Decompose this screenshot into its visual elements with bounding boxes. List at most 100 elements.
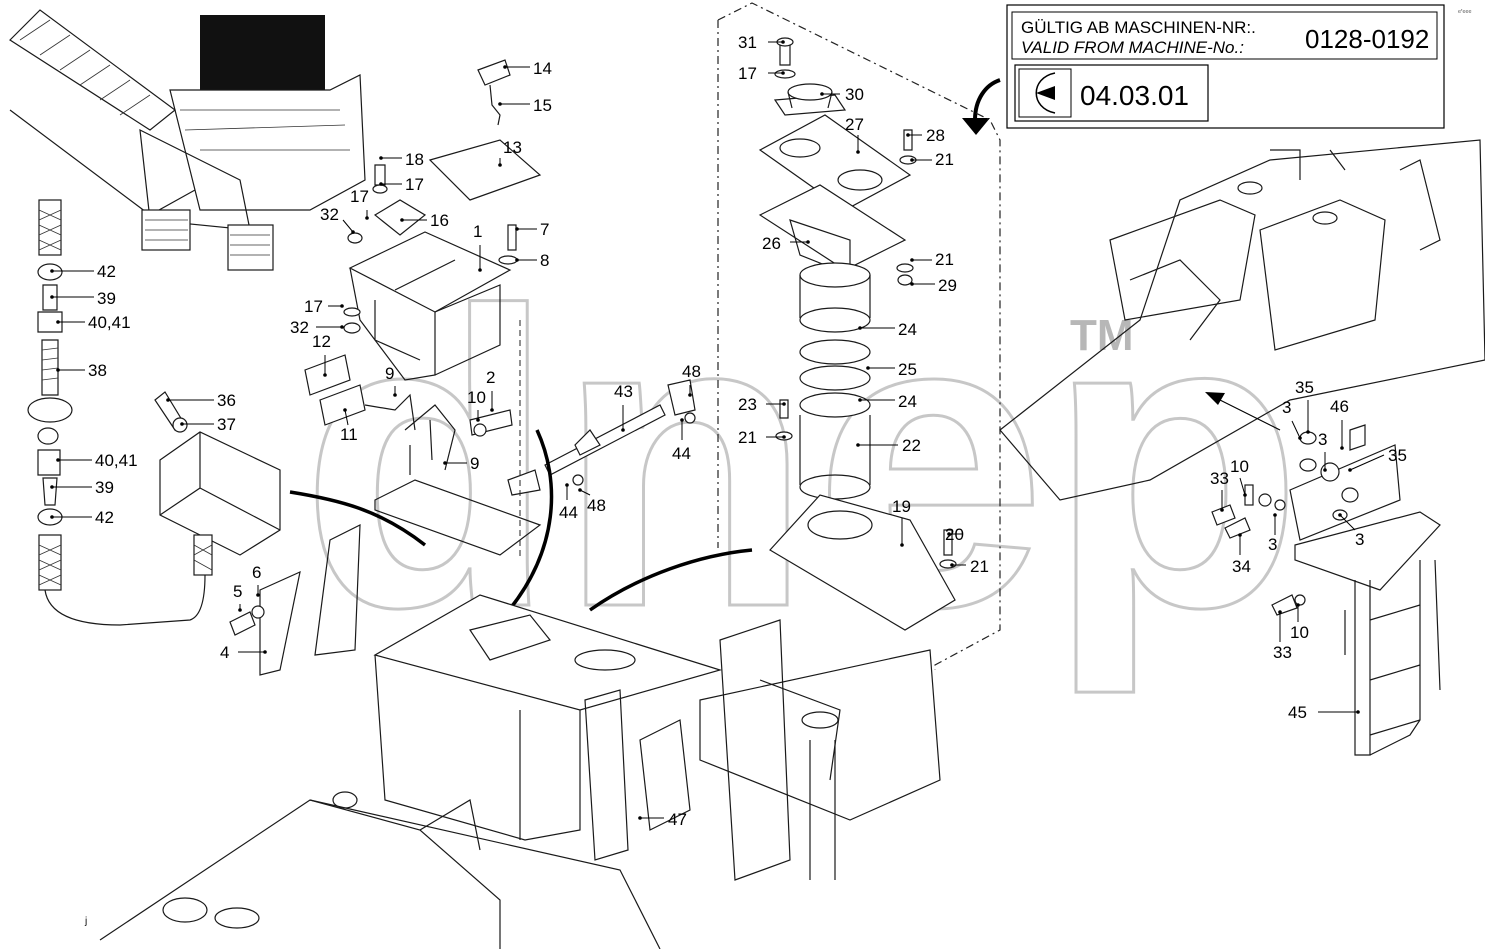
intake-stack [758, 37, 957, 631]
leader-dot [515, 258, 519, 262]
callout-c10b: 10 [1230, 457, 1249, 497]
callout-c21c: 21 [738, 428, 786, 447]
part-number-label: 3 [1282, 398, 1291, 417]
part-number-label: 35 [1388, 446, 1407, 465]
leader-dot [379, 182, 383, 186]
leader-dot [443, 461, 447, 465]
part-number-label: 17 [350, 187, 369, 206]
leader-dot [866, 366, 870, 370]
callout-c8: 8 [515, 251, 549, 270]
part-number-label: 21 [935, 250, 954, 269]
part-number-label: 14 [533, 59, 552, 78]
callout-c44b: 44 [559, 483, 578, 522]
callout-c24a: 24 [858, 320, 917, 339]
leader-dot [900, 543, 904, 547]
leader-line [1291, 420, 1301, 439]
machine-overview-illustration [9, 9, 366, 271]
leader-dot [50, 515, 54, 519]
leader-dot [565, 483, 569, 487]
leader-dot [379, 156, 383, 160]
part-number-label: 36 [217, 391, 236, 410]
callout-c30: 30 [820, 85, 864, 104]
callout-c23: 23 [738, 395, 786, 414]
part-number-label: 9 [470, 454, 479, 473]
callout-c17b: 17 [379, 175, 424, 194]
leader-dot [781, 71, 785, 75]
leader-line [1349, 454, 1385, 471]
part-number-label: 42 [97, 262, 116, 281]
callout-c48a: 48 [682, 362, 701, 397]
callout-c16: 16 [400, 211, 449, 230]
callout-c21a: 21 [910, 150, 954, 169]
mounting-bracket [229, 570, 301, 676]
part-number-label: 48 [682, 362, 701, 381]
part-number-label: 2 [486, 368, 495, 387]
callout-c6: 6 [252, 563, 261, 597]
leader-dot [56, 320, 60, 324]
leader-line [344, 409, 349, 426]
part-number-label: 39 [97, 289, 116, 308]
leader-dot [806, 240, 810, 244]
leader-dot [1338, 513, 1342, 517]
callout-c21d: 21 [950, 557, 989, 576]
leader-dot [1348, 468, 1352, 472]
callout-c43: 43 [614, 382, 633, 432]
leader-dot [503, 65, 507, 69]
callout-c1: 1 [473, 222, 482, 272]
callout-c48b: 48 [578, 488, 606, 515]
callout-c35a: 35 [1295, 378, 1314, 434]
leader-dot [858, 326, 862, 330]
part-number-label: 43 [614, 382, 633, 401]
machine-frame [99, 479, 941, 949]
callout-c42b: 42 [50, 508, 114, 527]
callout-c3b: 3 [1318, 430, 1327, 472]
leader-dot [1296, 603, 1300, 607]
reference-code: 04.03.01 [1080, 80, 1189, 111]
part-number-label: 12 [312, 332, 331, 351]
leader-dot [515, 227, 519, 231]
leader-dot [1356, 710, 1360, 714]
callout-c26: 26 [762, 234, 810, 253]
callout-c18: 18 [379, 150, 424, 169]
part-number-label: 10 [467, 388, 486, 407]
watermark-tm: TM [1070, 311, 1134, 360]
leader-dot [340, 325, 344, 329]
svg-text:j: j [84, 916, 87, 927]
callout-c25: 25 [866, 360, 917, 379]
callout-c21b: 21 [910, 250, 954, 269]
callout-c32a: 32 [320, 205, 355, 234]
callout-c35b: 35 [1348, 446, 1407, 472]
curved-arrow [973, 78, 1001, 121]
machine-number-range: 0128-0192 [1305, 24, 1429, 54]
callout-c11: 11 [340, 408, 358, 444]
leader-line [1239, 477, 1246, 496]
callout-c32b: 32 [290, 318, 344, 337]
part-number-label: 40,41 [88, 313, 131, 332]
leader-dot [820, 92, 824, 96]
callout-c3d: 3 [1338, 513, 1364, 549]
leader-dot [1238, 533, 1242, 537]
leader-dot [621, 428, 625, 432]
leader-dot [1340, 446, 1344, 450]
callout-c37: 37 [180, 415, 236, 434]
leader-dot [1306, 430, 1310, 434]
callout-c24b: 24 [858, 392, 917, 411]
callout-c38: 38 [56, 361, 107, 380]
callout-c17a: 17 [738, 64, 785, 83]
leader-dot [906, 133, 910, 137]
part-number-label: 33 [1210, 469, 1229, 488]
part-number-label: 6 [252, 563, 261, 582]
part-number-label: 29 [938, 276, 957, 295]
leader-dot [910, 158, 914, 162]
leader-dot [1323, 468, 1327, 472]
part-number-label: 38 [88, 361, 107, 380]
part-number-label: 20 [945, 525, 964, 544]
leader-dot [1243, 493, 1247, 497]
callout-c19: 19 [892, 497, 911, 547]
callout-c15: 15 [498, 96, 552, 115]
part-number-label: 8 [540, 251, 549, 270]
leader-dot [340, 304, 344, 308]
right-machine-body [999, 139, 1485, 501]
leader-line [342, 219, 354, 233]
